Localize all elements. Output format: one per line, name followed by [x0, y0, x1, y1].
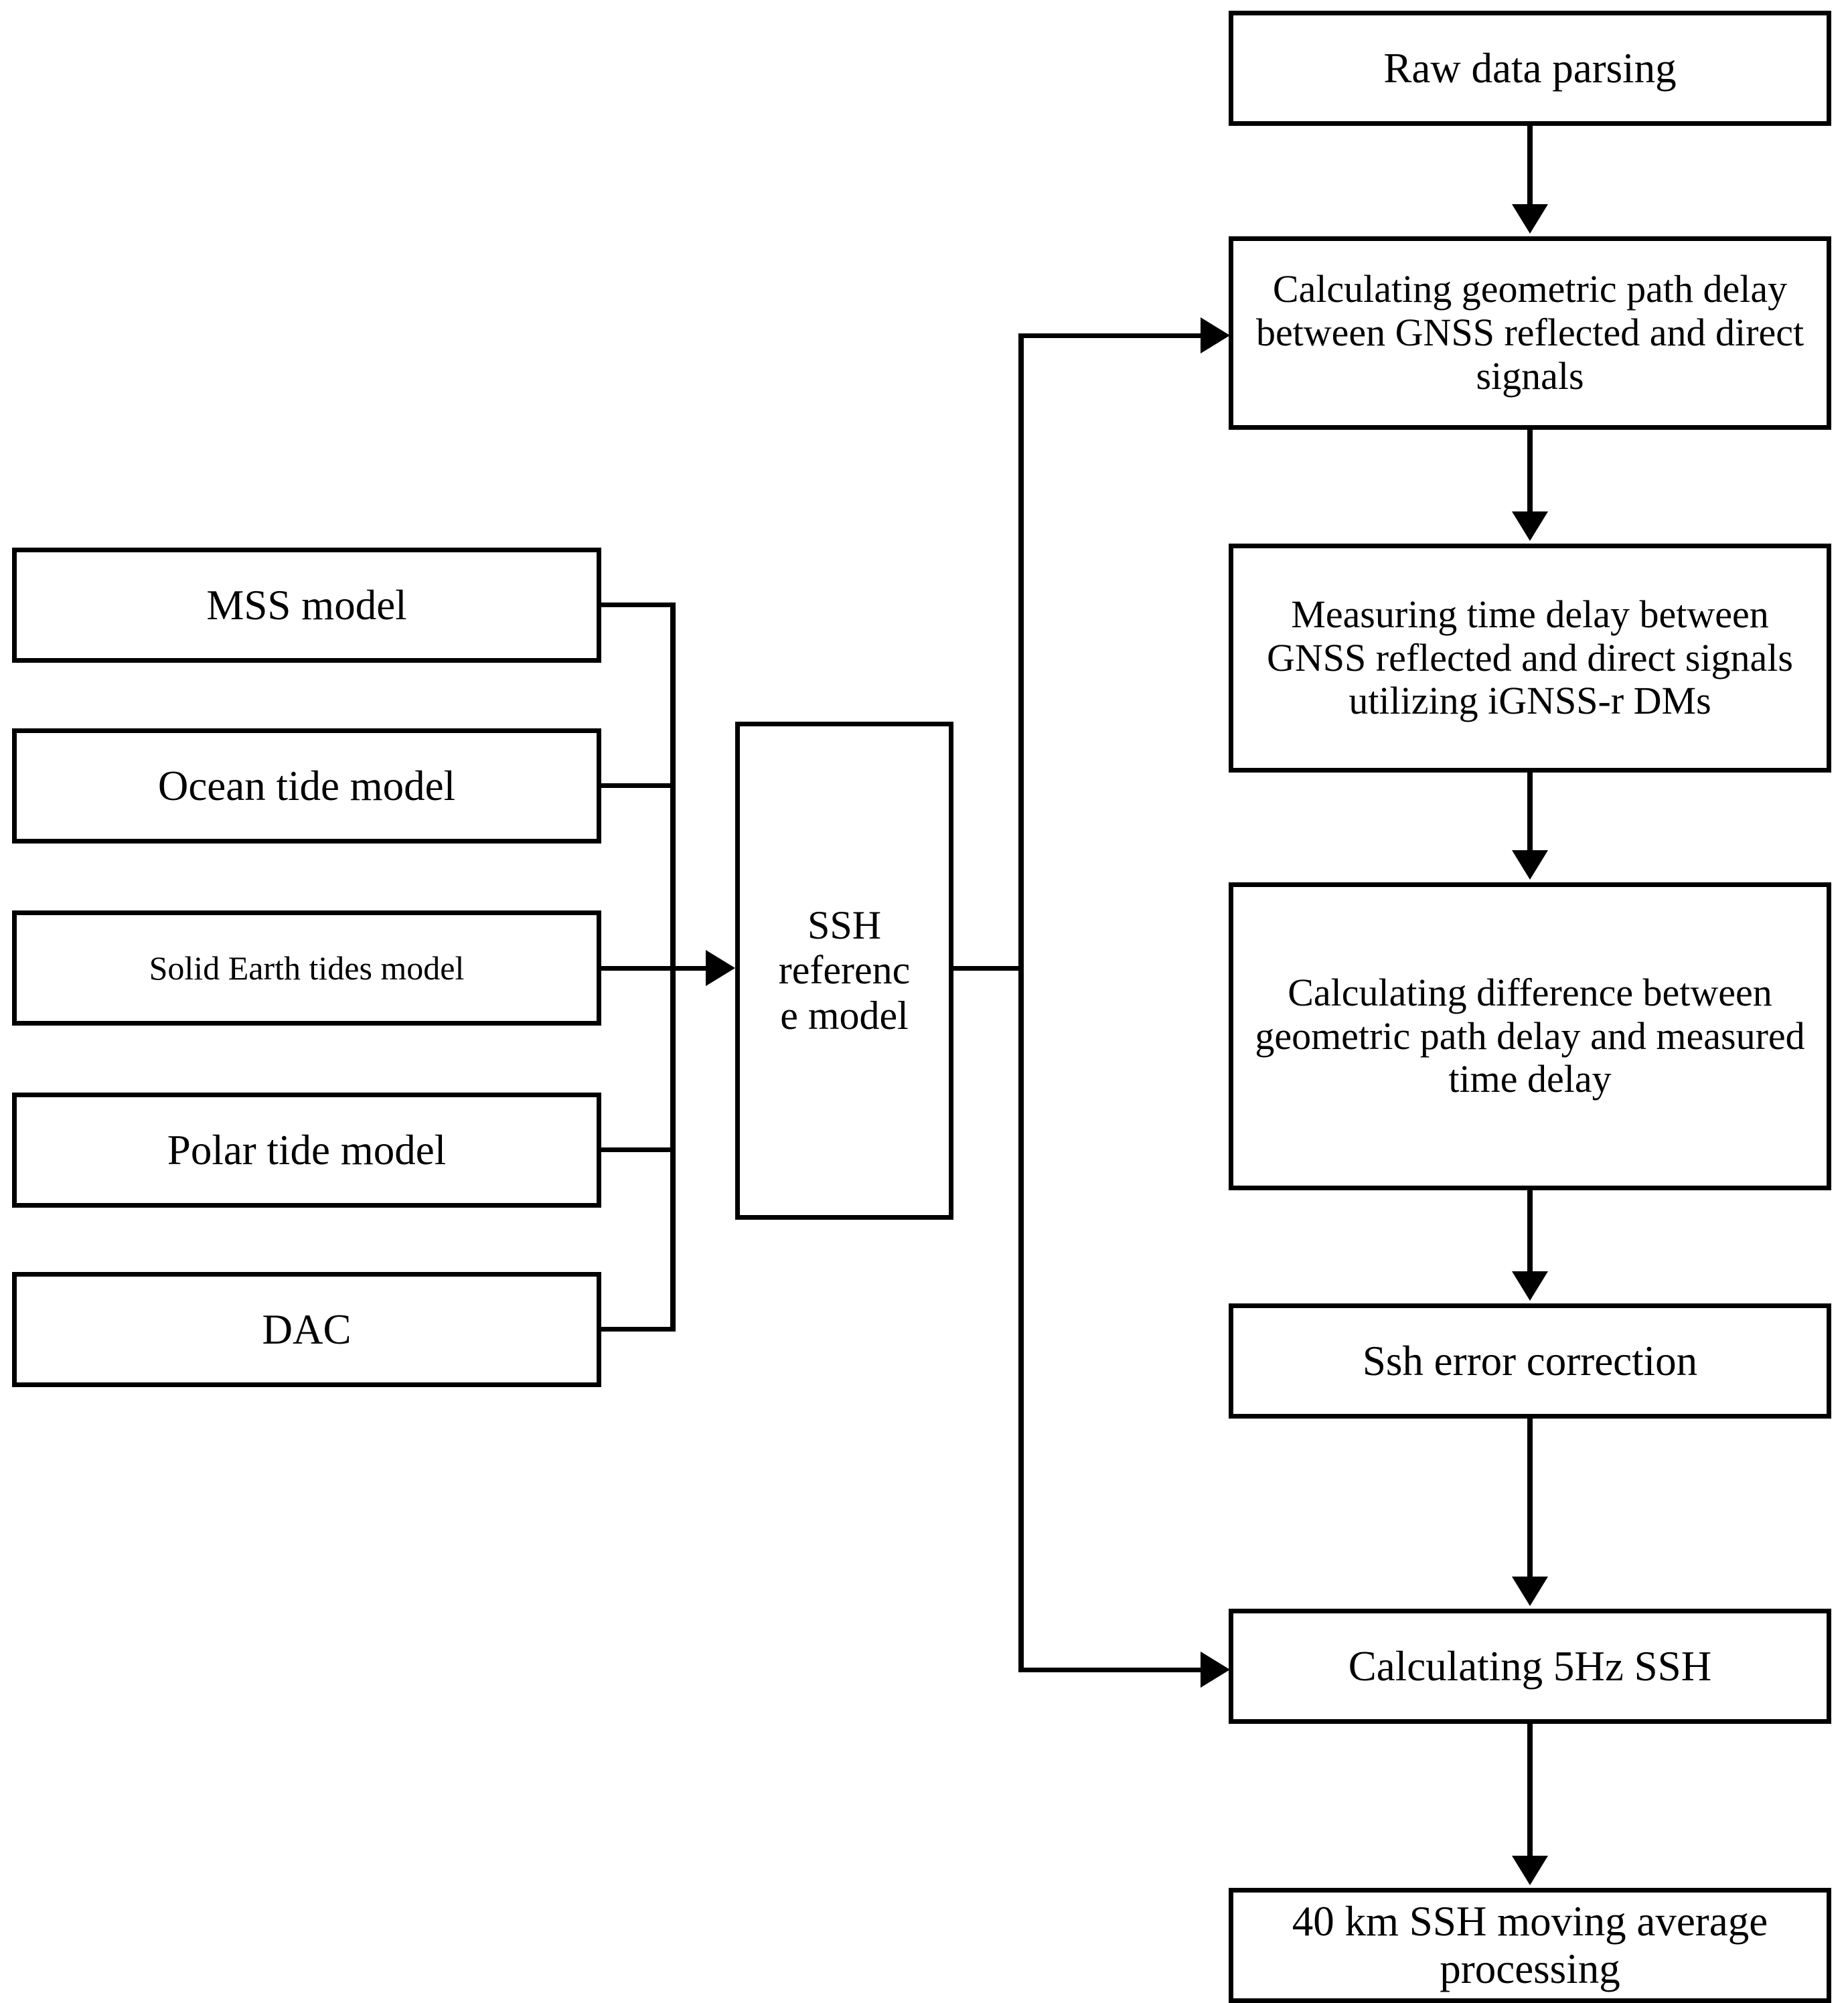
- connector-bus-to-ssh: [670, 966, 710, 971]
- connector-bus-to-geometric: [1018, 333, 1206, 338]
- arrowhead-raw-to-geometric: [1512, 204, 1548, 234]
- connector-error-to-5hz: [1527, 1419, 1533, 1579]
- node-label: Measuring time delay between GNSS reflec…: [1266, 592, 1793, 723]
- connector-solid-earth-stub: [601, 966, 675, 971]
- ssh-line-2: referenc: [778, 948, 911, 993]
- node-measuring-time-delay[interactable]: Measuring time delay between GNSS reflec…: [1229, 544, 1831, 773]
- node-dac[interactable]: DAC: [12, 1272, 601, 1387]
- ssh-line-3: e model: [780, 993, 909, 1038]
- node-label: Ssh error correction: [1362, 1337, 1698, 1384]
- arrowhead-bus-to-geometric: [1201, 317, 1230, 353]
- node-ssh-reference-model[interactable]: SSH referenc e model: [735, 722, 953, 1220]
- arrowhead-bus-to-ssh: [706, 950, 735, 986]
- node-polar-tide-model[interactable]: Polar tide model: [12, 1093, 601, 1208]
- node-label: SSH referenc e model: [747, 903, 942, 1038]
- node-label: Polar tide model: [167, 1126, 447, 1174]
- connector-dac-stub: [601, 1327, 675, 1332]
- node-geometric-path-delay[interactable]: Calculating geometric path delay between…: [1229, 236, 1831, 430]
- node-label: Calculating geometric path delay between…: [1255, 267, 1804, 398]
- node-label: Raw data parsing: [1383, 44, 1677, 92]
- connector-ssh-out: [953, 966, 1024, 971]
- arrowhead-5hz-to-moving-average: [1512, 1856, 1548, 1885]
- connector-5hz-to-moving-average: [1527, 1724, 1533, 1858]
- arrowhead-measuring-to-difference: [1512, 850, 1548, 880]
- node-ssh-error-correction[interactable]: Ssh error correction: [1229, 1303, 1831, 1419]
- arrowhead-geometric-to-measuring: [1512, 511, 1548, 541]
- node-label: Ocean tide model: [157, 762, 456, 809]
- connector-mss-stub: [601, 603, 675, 607]
- connector-geometric-to-measuring: [1527, 430, 1533, 515]
- node-calculating-5hz-ssh[interactable]: Calculating 5Hz SSH: [1229, 1609, 1831, 1724]
- arrowhead-bus-to-5hz: [1201, 1652, 1230, 1688]
- connector-difference-to-error: [1527, 1190, 1533, 1273]
- connector-ocean-stub: [601, 783, 675, 788]
- node-label: 40 km SSH moving average processing: [1292, 1898, 1768, 1992]
- connector-measuring-to-difference: [1527, 773, 1533, 854]
- node-solid-earth-tides-model[interactable]: Solid Earth tides model: [12, 910, 601, 1026]
- connector-bus-to-5hz: [1018, 1668, 1206, 1672]
- node-label: Calculating difference between geometric…: [1255, 970, 1805, 1101]
- node-moving-average[interactable]: 40 km SSH moving average processing: [1229, 1888, 1831, 2003]
- connector-right-bus: [1018, 333, 1024, 1672]
- node-mss-model[interactable]: MSS model: [12, 548, 601, 663]
- node-calculating-difference[interactable]: Calculating difference between geometric…: [1229, 882, 1831, 1190]
- ssh-line-1: SSH: [807, 903, 882, 948]
- connector-raw-to-geometric: [1527, 126, 1533, 210]
- connector-polar-stub: [601, 1147, 675, 1152]
- arrowhead-difference-to-error: [1512, 1271, 1548, 1301]
- node-ocean-tide-model[interactable]: Ocean tide model: [12, 728, 601, 844]
- node-label: MSS model: [206, 581, 407, 629]
- node-label: Solid Earth tides model: [149, 949, 465, 987]
- node-label: DAC: [262, 1305, 352, 1353]
- node-label: Calculating 5Hz SSH: [1348, 1642, 1712, 1690]
- arrowhead-error-to-5hz: [1512, 1577, 1548, 1606]
- node-raw-data-parsing[interactable]: Raw data parsing: [1229, 11, 1831, 126]
